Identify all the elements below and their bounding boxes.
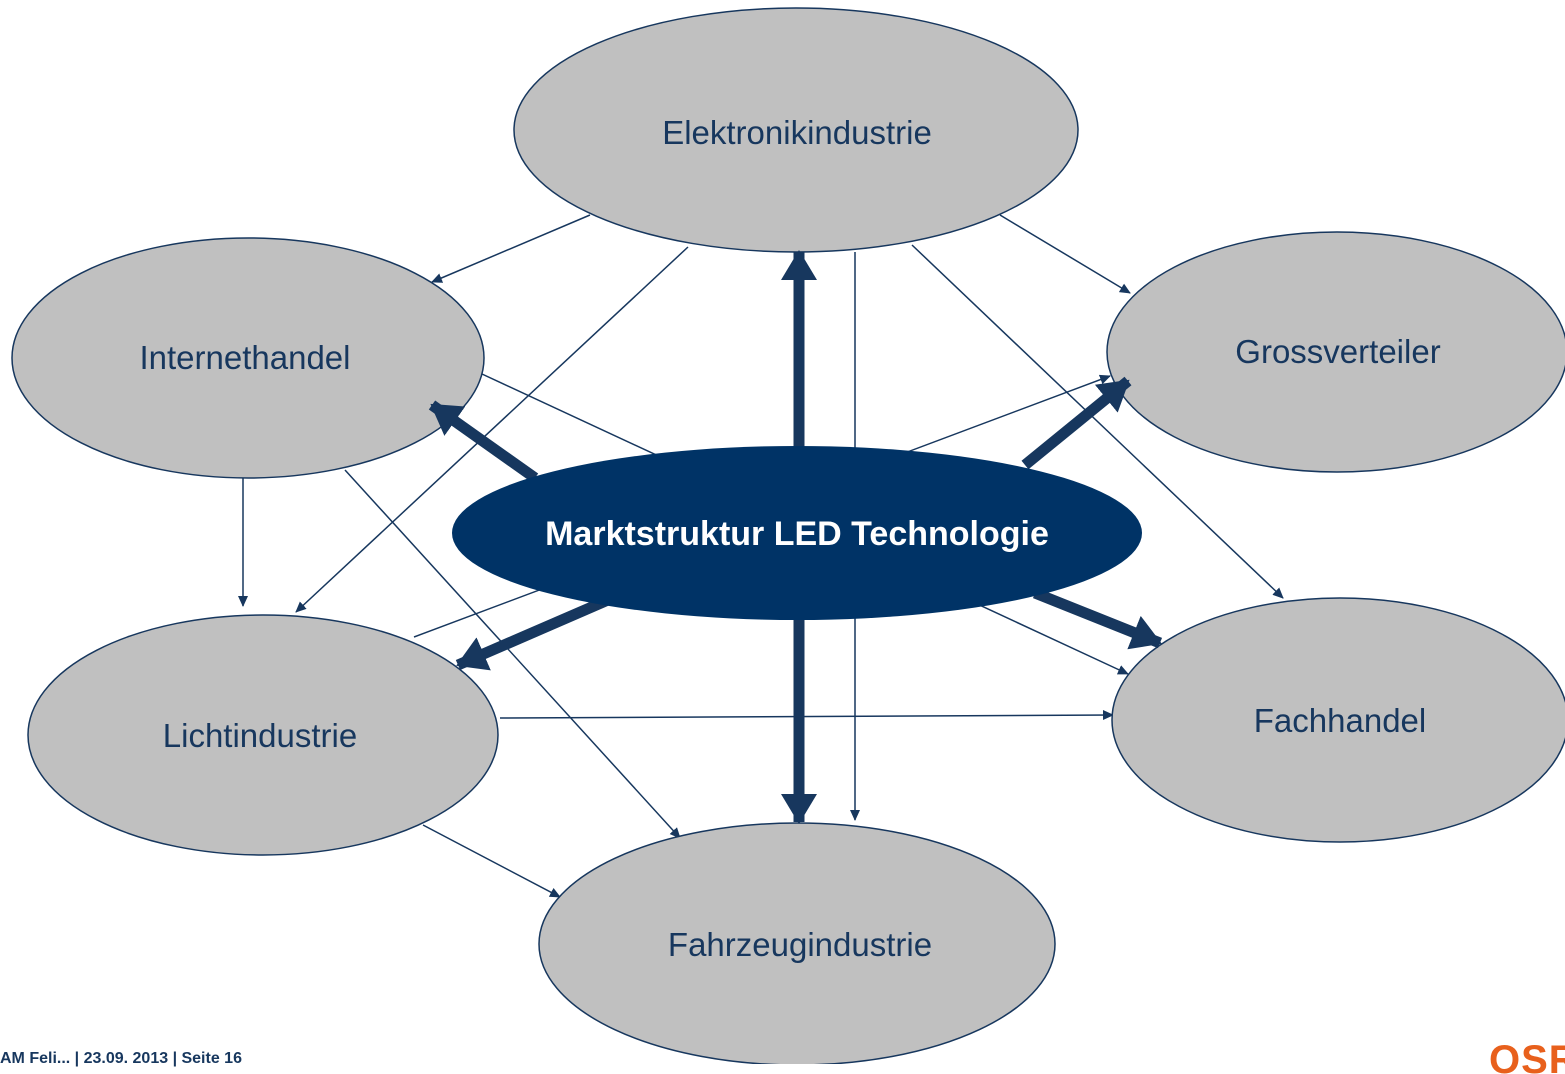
node-lichtindustrie: [27, 614, 499, 856]
center-node: [452, 446, 1142, 620]
thick-arrow-to-lichtindustrie: [455, 594, 611, 671]
arrow-elektronik-to-internet: [431, 214, 591, 283]
node-internethandel: [11, 237, 485, 479]
label-internethandel: Internethandel: [139, 339, 350, 376]
thick-arrow-to-grossverteiler: [1021, 376, 1132, 470]
label-grossverteiler: Grossverteiler: [1235, 333, 1440, 370]
center-label: Marktstruktur LED Technologie: [545, 515, 1049, 553]
arrow-elektronik-to-grossverteiler: [999, 214, 1131, 294]
osram-logo: OSRAM: [1487, 1038, 1565, 1074]
node-fachhandel: [1111, 597, 1565, 843]
label-lichtindustrie: Lichtindustrie: [163, 717, 357, 754]
label-fachhandel: Fachhandel: [1254, 702, 1426, 739]
thick-arrow-to-internet: [428, 400, 539, 483]
arrow-internet-to-fahrzeug: [344, 469, 681, 839]
arrow-lichtindustrie-to-fahrzeug: [422, 824, 561, 898]
osram-logo-text: OSRAM: [1489, 1038, 1565, 1074]
arrow-lichtindustrie-to-fachhandel: [499, 710, 1114, 721]
label-fahrzeugindustrie: Fahrzeugindustrie: [668, 926, 932, 963]
node-grossverteiler: [1106, 231, 1565, 473]
label-elektronikindustrie: Elektronikindustrie: [662, 114, 932, 151]
footer-text: AM Feli... | 23.09. 2013 | Seite 16: [0, 1050, 242, 1067]
arrow-elektronik-to-lichtindustrie: [295, 246, 689, 613]
thick-arrow-to-fachhandel: [1032, 587, 1163, 650]
arrow-elektronik-to-fachhandel: [911, 244, 1284, 599]
